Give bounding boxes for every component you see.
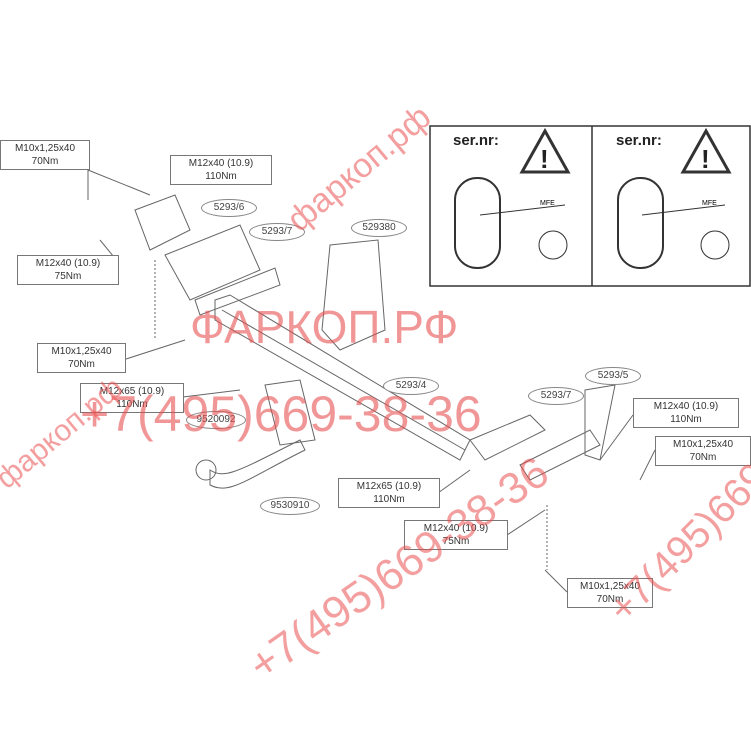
torque-label: M12x40 (10.9)75Nm xyxy=(404,520,508,550)
serial-number-label: ser.nr: xyxy=(616,132,662,149)
towbar-plate-oval xyxy=(454,177,501,269)
part-number: 5293/7 xyxy=(528,387,584,405)
eye-icon xyxy=(538,230,568,260)
tow-ball xyxy=(195,459,217,481)
watermark-site: ФАРКОП.РФ xyxy=(190,301,459,353)
bracket-5293-5 xyxy=(584,384,616,461)
leader-line xyxy=(87,169,151,196)
torque-label: M12x65 (10.9)110Nm xyxy=(80,383,184,413)
part-number: 5293/4 xyxy=(383,377,439,395)
part-number: 5293/7 xyxy=(249,223,305,241)
cover-plate-529380 xyxy=(321,239,386,351)
torque-label: M12x40 (10.9)110Nm xyxy=(633,398,739,428)
warning-icon xyxy=(519,127,571,174)
part-number: 9530910 xyxy=(260,497,320,515)
svg-text:!: ! xyxy=(540,144,549,174)
torque-label: M12x65 (10.9)110Nm xyxy=(338,478,440,508)
torque-label: M12x40 (10.9)110Nm xyxy=(170,155,272,185)
watermark-phone: +7(495)669-38-36 xyxy=(80,386,482,442)
socket-9520092 xyxy=(264,379,316,446)
ball-neck-9530910 xyxy=(209,439,306,489)
eye-icon xyxy=(700,230,730,260)
plate-text: MFE xyxy=(540,200,555,207)
part-number: 5293/5 xyxy=(585,367,641,385)
serial-number-label: ser.nr: xyxy=(453,132,499,149)
svg-text:!: ! xyxy=(701,144,710,174)
plate-text: MFE xyxy=(702,200,717,207)
bracket-5293-6 xyxy=(134,194,191,251)
torque-label: M12x40 (10.9)75Nm xyxy=(17,255,119,285)
part-number: 9520092 xyxy=(186,411,246,429)
bracket-5293-7-left xyxy=(164,224,261,301)
warning-icon xyxy=(680,127,732,174)
bracket-5293-7-right xyxy=(469,414,546,461)
towbar-plate-oval xyxy=(617,177,664,269)
warning-panel: ! ! xyxy=(429,125,751,287)
part-number: 529380 xyxy=(351,219,407,237)
part-number: 5293/6 xyxy=(201,199,257,217)
